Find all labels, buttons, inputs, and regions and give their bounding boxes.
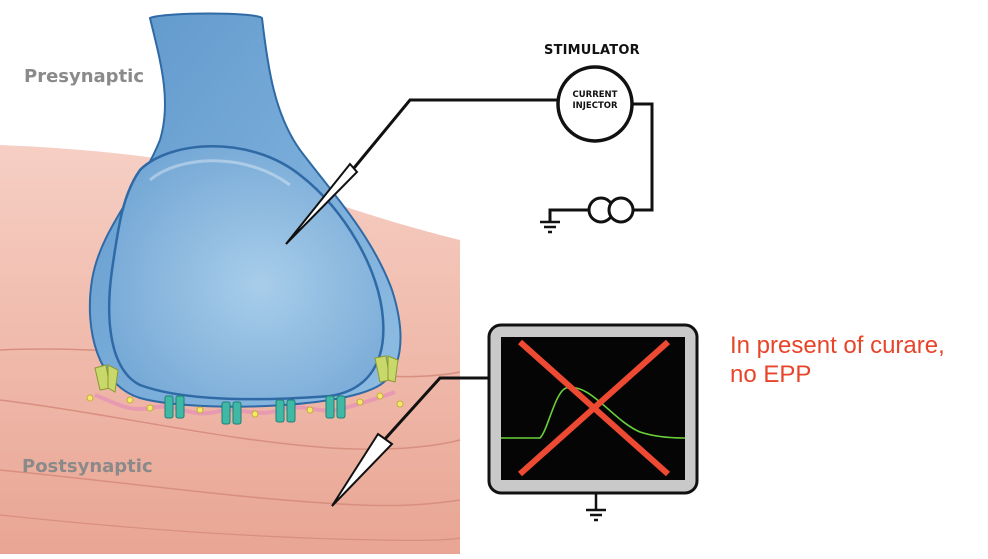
current-injector-label: CURRENT INJECTOR xyxy=(560,90,630,112)
presynaptic-label: Presynaptic xyxy=(24,66,144,87)
postsynaptic-label: Postsynaptic xyxy=(22,456,153,477)
curare-note: In present of curare, no EPP xyxy=(730,331,980,389)
stimulator-label: STIMULATOR xyxy=(544,43,640,58)
current-source-icon xyxy=(589,198,633,222)
oscilloscope-icon xyxy=(489,325,697,520)
ground-icon xyxy=(540,222,560,232)
